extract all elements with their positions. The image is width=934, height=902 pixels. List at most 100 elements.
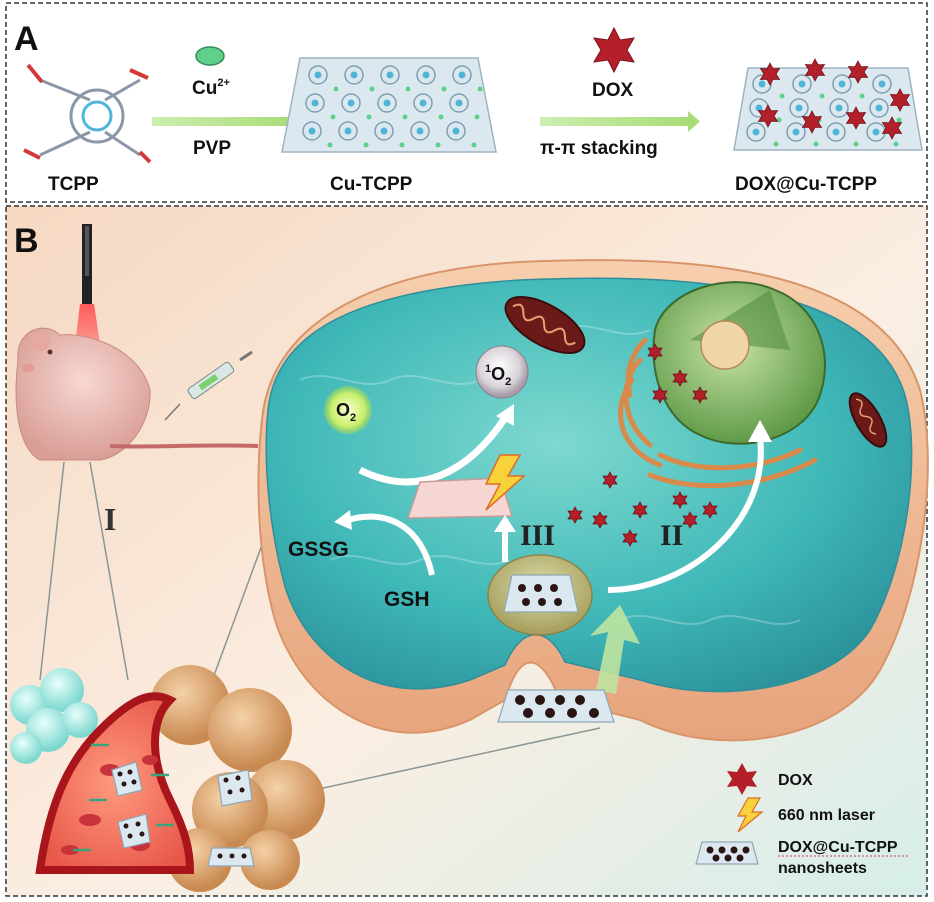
released-dox-icon <box>647 343 663 361</box>
sheet-node <box>872 74 892 94</box>
entering-nanosheet-hole <box>589 708 599 718</box>
legend-nanosheets-label: DOX@Cu-TCPP <box>778 839 898 856</box>
cu-node <box>366 114 372 120</box>
sheet-node-core <box>344 127 352 135</box>
cell-nanosheet <box>406 477 514 519</box>
tissue-nanosheet-hole <box>217 853 223 859</box>
sheet-node <box>746 122 766 142</box>
cu-ion-label: Cu2+ <box>192 77 230 99</box>
sheet-node <box>410 121 430 141</box>
tissue-nanosheet-hole <box>235 775 241 781</box>
vessel-nanosheet-hole <box>121 781 127 787</box>
sheet-node-core <box>383 99 391 107</box>
tissue-nanosheet-hole <box>241 853 247 859</box>
endosome-nanosheet-hole <box>554 598 562 606</box>
tissue-nanosheet-hole <box>227 789 233 795</box>
cu-node <box>369 86 375 92</box>
endosome-nanosheet-hole <box>550 584 558 592</box>
tissue-nanosheet-plate <box>217 769 253 807</box>
cu-node <box>363 142 369 148</box>
sheet-node <box>869 98 889 118</box>
sheet-node-core <box>314 71 322 79</box>
sheet-node-core <box>875 104 883 112</box>
cu-tcpp-sheet <box>281 57 497 153</box>
cu-node <box>441 86 447 92</box>
mitochondrion-large <box>504 296 586 354</box>
legend-nanosheet-icon-hole <box>730 846 738 854</box>
entering-nanosheet-hole <box>555 695 565 705</box>
arrow-route-ii-head <box>748 420 772 442</box>
released-dox-icon <box>692 386 708 404</box>
dox-cu-tcpp-sheet <box>733 58 923 151</box>
loaded-dox-icon <box>801 110 823 134</box>
syringe-icon <box>164 350 253 421</box>
loaded-dox-icon <box>881 116 903 140</box>
sheet-node-core <box>758 80 766 88</box>
legend-nanosheets-label-2: nanosheets <box>778 860 867 877</box>
tissue-nanosheet-hole <box>239 787 245 793</box>
cu-node <box>477 86 483 92</box>
arrow-gsh-to-gssg-head <box>334 510 352 530</box>
sheet-node-core <box>347 99 355 107</box>
endosome-nanosheet-hole <box>522 598 530 606</box>
arrow-route-ii <box>607 437 764 593</box>
tissue-nanosheet-hole <box>223 777 229 783</box>
loaded-dox-icon <box>759 62 781 86</box>
released-dox-icon <box>592 511 608 529</box>
sheet-node-core <box>422 71 430 79</box>
sheet-node-core <box>452 127 460 135</box>
released-dox-icon <box>567 506 583 524</box>
sheet-node-core <box>311 99 319 107</box>
legend-nanosheet-icon-hole <box>736 854 744 862</box>
arrow-o2-to-singlet <box>358 416 508 486</box>
sheet-node <box>829 98 849 118</box>
arrow-dox-loading-head <box>688 111 700 132</box>
cu-node <box>896 117 902 123</box>
endoplasmic-reticulum <box>618 337 818 489</box>
vessel-nanosheet <box>117 813 151 849</box>
sheet-node-core <box>795 104 803 112</box>
sheet-node-core <box>752 128 760 136</box>
route-iii-label: III <box>520 519 555 552</box>
cu-node <box>893 141 899 147</box>
sheet-node <box>446 121 466 141</box>
vessel-nanosheet <box>111 761 143 797</box>
sheet-node <box>305 93 325 113</box>
sheet-node-core <box>798 80 806 88</box>
sheet-node <box>416 65 436 85</box>
legend-nanosheet-icon-hole <box>712 854 720 862</box>
endosome-nanosheet-plate <box>503 574 579 613</box>
sheet-node <box>413 93 433 113</box>
gsh-label: GSH <box>384 588 430 611</box>
oxygen-label: O2 <box>336 400 356 424</box>
loaded-dox-icon <box>845 106 867 130</box>
tissue-nanosheet <box>217 769 253 807</box>
sheet-node <box>452 65 472 85</box>
released-dox-icon <box>682 511 698 529</box>
vessel-nanosheet-hole <box>123 823 129 829</box>
panel-b-label: B <box>14 222 39 260</box>
sheet-node <box>377 93 397 113</box>
cu-tcpp-label: Cu-TCPP <box>330 174 413 195</box>
vessel-nanosheet-hole <box>127 769 133 775</box>
sheet-node-core <box>878 80 886 88</box>
vessel-nanosheet-hole <box>131 779 137 785</box>
arrow-o2-to-singlet-head <box>496 404 514 426</box>
released-dox-icon <box>672 491 688 509</box>
vessel-nanosheet-plate <box>117 813 151 849</box>
sheet-node <box>338 121 358 141</box>
dox-cu-tcpp-label: DOX@Cu-TCPP <box>735 174 877 195</box>
singlet-oxygen-label: 1O2 <box>485 363 511 388</box>
legend-laser-label: 660 nm laser <box>778 807 875 824</box>
cu-ion-icon <box>195 46 225 66</box>
sheet-node-core <box>386 71 394 79</box>
sheet-node <box>344 65 364 85</box>
legend-nanosheet-icon-hole <box>724 854 732 862</box>
vessel-nanosheet-hole <box>117 771 123 777</box>
released-dox-icon <box>632 501 648 519</box>
sheet-node <box>308 65 328 85</box>
legend-dox-icon <box>727 763 757 795</box>
legend-laser-icon <box>736 797 764 833</box>
tissue-nanosheet-hole <box>229 853 235 859</box>
